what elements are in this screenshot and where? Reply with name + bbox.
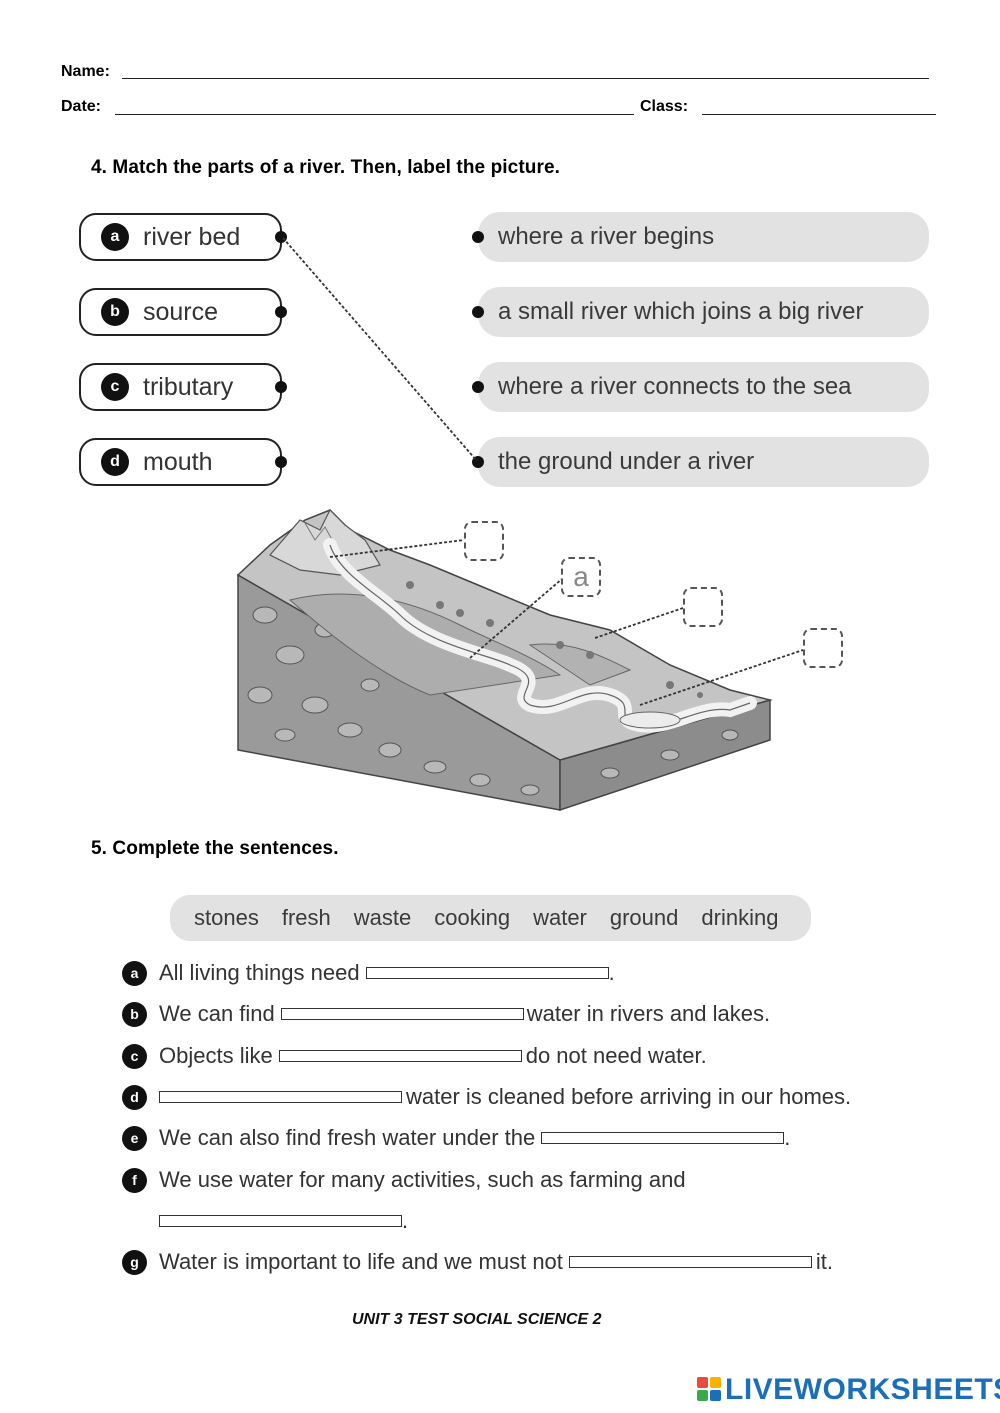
word-bank-item: ground — [609, 905, 679, 930]
question-5-title: 5. Complete the sentences. — [91, 838, 339, 859]
term-badge: a — [101, 223, 129, 251]
picture-label-box-1[interactable] — [464, 521, 504, 561]
sentence-badge: e — [122, 1125, 147, 1151]
sentence-badge: c — [122, 1043, 147, 1069]
answer-blank[interactable] — [159, 1091, 402, 1103]
class-field[interactable] — [702, 114, 936, 115]
word-bank-item: fresh — [281, 905, 331, 930]
sentence-text-before: All living things need — [159, 960, 360, 985]
sentence-e: e We can also find fresh water under the… — [122, 1125, 790, 1151]
term-badge: b — [101, 298, 129, 326]
match-connector-line — [282, 237, 478, 462]
definition-3[interactable]: where a river connects to the sea — [472, 362, 929, 412]
sentence-text-after: water is cleaned before arriving in our … — [406, 1084, 852, 1109]
match-dot[interactable] — [472, 231, 484, 243]
term-text: tributary — [143, 372, 234, 401]
sentence-g: g Water is important to life and we must… — [122, 1249, 833, 1275]
term-badge: d — [101, 448, 129, 476]
sentence-f: f We use water for many activities, such… — [122, 1167, 686, 1193]
sentence-text-after: water in rivers and lakes. — [526, 1001, 771, 1026]
definition-text: the ground under a river — [498, 448, 755, 475]
term-text: mouth — [143, 447, 213, 476]
term-badge: c — [101, 373, 129, 401]
class-label: Class: — [640, 98, 689, 115]
sentence-text-after: . — [402, 1208, 409, 1233]
answer-blank[interactable] — [280, 1008, 524, 1020]
label-connector-lines — [329, 539, 804, 706]
term-text: river bed — [143, 222, 241, 251]
question-4-title: 4. Match the parts of a river. Then, lab… — [91, 157, 561, 178]
word-bank-item: cooking — [434, 905, 511, 930]
sentence-text-before: We use water for many activities, such a… — [159, 1167, 686, 1192]
sentence-text-before: Objects like — [159, 1043, 273, 1068]
word-bank-item: water — [533, 905, 587, 930]
definition-text: where a river begins — [498, 223, 715, 250]
liveworksheets-logo[interactable]: LIVEWORKSHEETS — [697, 1373, 1000, 1407]
word-bank-item: stones — [194, 905, 259, 930]
picture-label-box-2[interactable]: a — [561, 557, 601, 597]
sentence-badge: d — [122, 1084, 147, 1110]
picture-label-box-4[interactable] — [803, 628, 843, 668]
match-dot[interactable] — [472, 306, 484, 318]
word-bank-item: waste — [353, 905, 412, 930]
definition-1[interactable]: where a river begins — [472, 212, 929, 262]
match-dot[interactable] — [275, 456, 287, 468]
sentence-b: b We can find water in rivers and lakes. — [122, 1001, 770, 1027]
match-dot[interactable] — [275, 306, 287, 318]
sentence-text-after: do not need water. — [525, 1043, 707, 1068]
definition-text: where a river connects to the sea — [498, 373, 852, 400]
answer-blank[interactable] — [568, 1256, 812, 1268]
sentence-text-before: We can also find fresh water under the — [159, 1125, 536, 1150]
unit-footer: UNIT 3 TEST SOCIAL SCIENCE 2 — [352, 1311, 602, 1328]
sentence-badge: g — [122, 1249, 147, 1275]
answer-blank[interactable] — [541, 1132, 785, 1144]
word-bank-item: drinking — [701, 905, 779, 930]
answer-blank[interactable] — [365, 967, 609, 979]
date-label: Date: — [61, 98, 102, 115]
river-landscape-illustration — [236, 508, 773, 812]
picture-label-box-3[interactable] — [683, 587, 723, 627]
definition-2[interactable]: a small river which joins a big river — [472, 287, 929, 337]
sentence-badge: f — [122, 1167, 147, 1193]
sentence-text-before: We can find — [159, 1001, 275, 1026]
answer-blank[interactable] — [159, 1215, 402, 1227]
term-c[interactable]: c tributary — [79, 363, 287, 411]
liveworksheets-icon — [697, 1377, 723, 1403]
date-field[interactable] — [115, 114, 634, 115]
sentence-f-continued: . — [159, 1208, 408, 1234]
match-dot[interactable] — [472, 381, 484, 393]
definition-4[interactable]: the ground under a river — [472, 437, 929, 487]
definition-text: a small river which joins a big river — [498, 298, 864, 325]
sentence-a: a All living things need . — [122, 960, 615, 986]
sentence-text-after: . — [608, 960, 615, 985]
sentence-text-after: . — [784, 1125, 791, 1150]
sentence-c: c Objects like do not need water. — [122, 1043, 707, 1069]
sentence-badge: a — [122, 960, 147, 986]
name-label: Name: — [61, 63, 110, 80]
name-field[interactable] — [122, 78, 929, 79]
term-a[interactable]: a river bed — [79, 213, 287, 261]
term-b[interactable]: b source — [79, 288, 287, 336]
liveworksheets-wordmark: LIVEWORKSHEETS — [725, 1373, 1000, 1406]
term-text: source — [143, 297, 219, 326]
sentence-text-before: Water is important to life and we must n… — [159, 1249, 563, 1274]
sentence-text-after: it. — [815, 1249, 834, 1274]
sentence-d: d water is cleaned before arriving in ou… — [122, 1084, 851, 1110]
word-bank: stones fresh waste cooking water ground … — [170, 895, 811, 941]
sentence-badge: b — [122, 1001, 147, 1027]
match-dot[interactable] — [275, 381, 287, 393]
term-d[interactable]: d mouth — [79, 438, 287, 486]
answer-blank[interactable] — [278, 1050, 522, 1062]
